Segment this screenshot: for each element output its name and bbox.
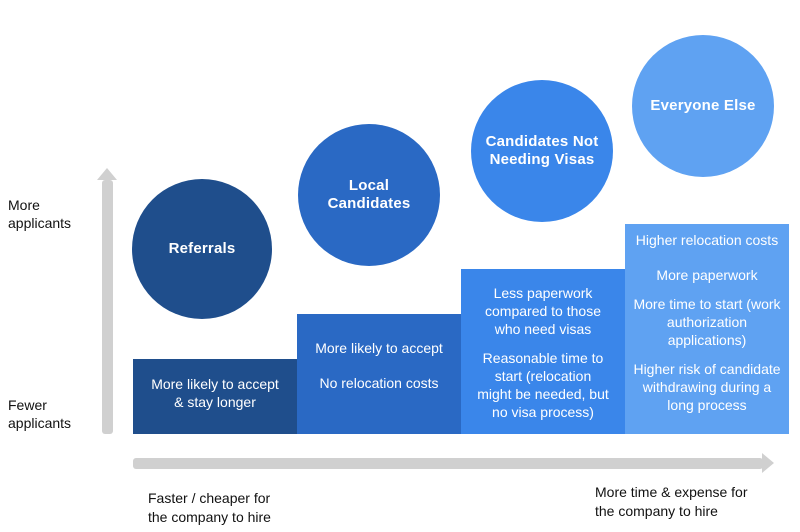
stage-circle-everyone-else: Everyone Else xyxy=(632,35,774,177)
stage-box-candidates-not-needing-visas: Less paperwork compared to those who nee… xyxy=(461,269,625,434)
stage-point: No relocation costs xyxy=(319,375,439,391)
stage-circle-referrals: Referrals xyxy=(132,179,272,319)
stage-point: More likely to accept xyxy=(315,340,443,356)
stage-box-local-candidates: More likely to accept No relocation cost… xyxy=(297,314,461,434)
stage-point: Reasonable time to start (relocation mig… xyxy=(477,350,609,420)
stage-box-referrals: More likely to accept & stay longer xyxy=(133,359,297,434)
stage-circle-local-candidates: Local Candidates xyxy=(298,124,440,266)
vertical-axis-arrowhead xyxy=(97,168,117,180)
stage-point: More paperwork xyxy=(656,267,758,283)
y-axis-top-label: More applicants xyxy=(8,197,72,231)
y-axis-bottom-label: Fewer applicants xyxy=(8,397,72,431)
x-axis-right-label: More time & expense for the company to h… xyxy=(595,484,748,519)
stage-point: More time to start (work authorization a… xyxy=(633,296,781,348)
vertical-axis-arrow xyxy=(102,180,113,434)
stage-point: More likely to accept & stay longer xyxy=(151,376,279,410)
x-axis-left-label: Faster / cheaper for the company to hire xyxy=(148,490,271,525)
stage-circle-candidates-not-needing-visas: Candidates Not Needing Visas xyxy=(471,80,613,222)
horizontal-axis-arrowhead xyxy=(762,453,774,473)
stage-box-everyone-else: Higher relocation costs More paperwork M… xyxy=(625,224,789,434)
stage-point: Less paperwork compared to those who nee… xyxy=(485,285,601,337)
horizontal-axis-arrow xyxy=(133,458,763,469)
stage-point: Higher risk of candidate withdrawing dur… xyxy=(633,361,781,413)
stage-point: Higher relocation costs xyxy=(635,232,779,248)
